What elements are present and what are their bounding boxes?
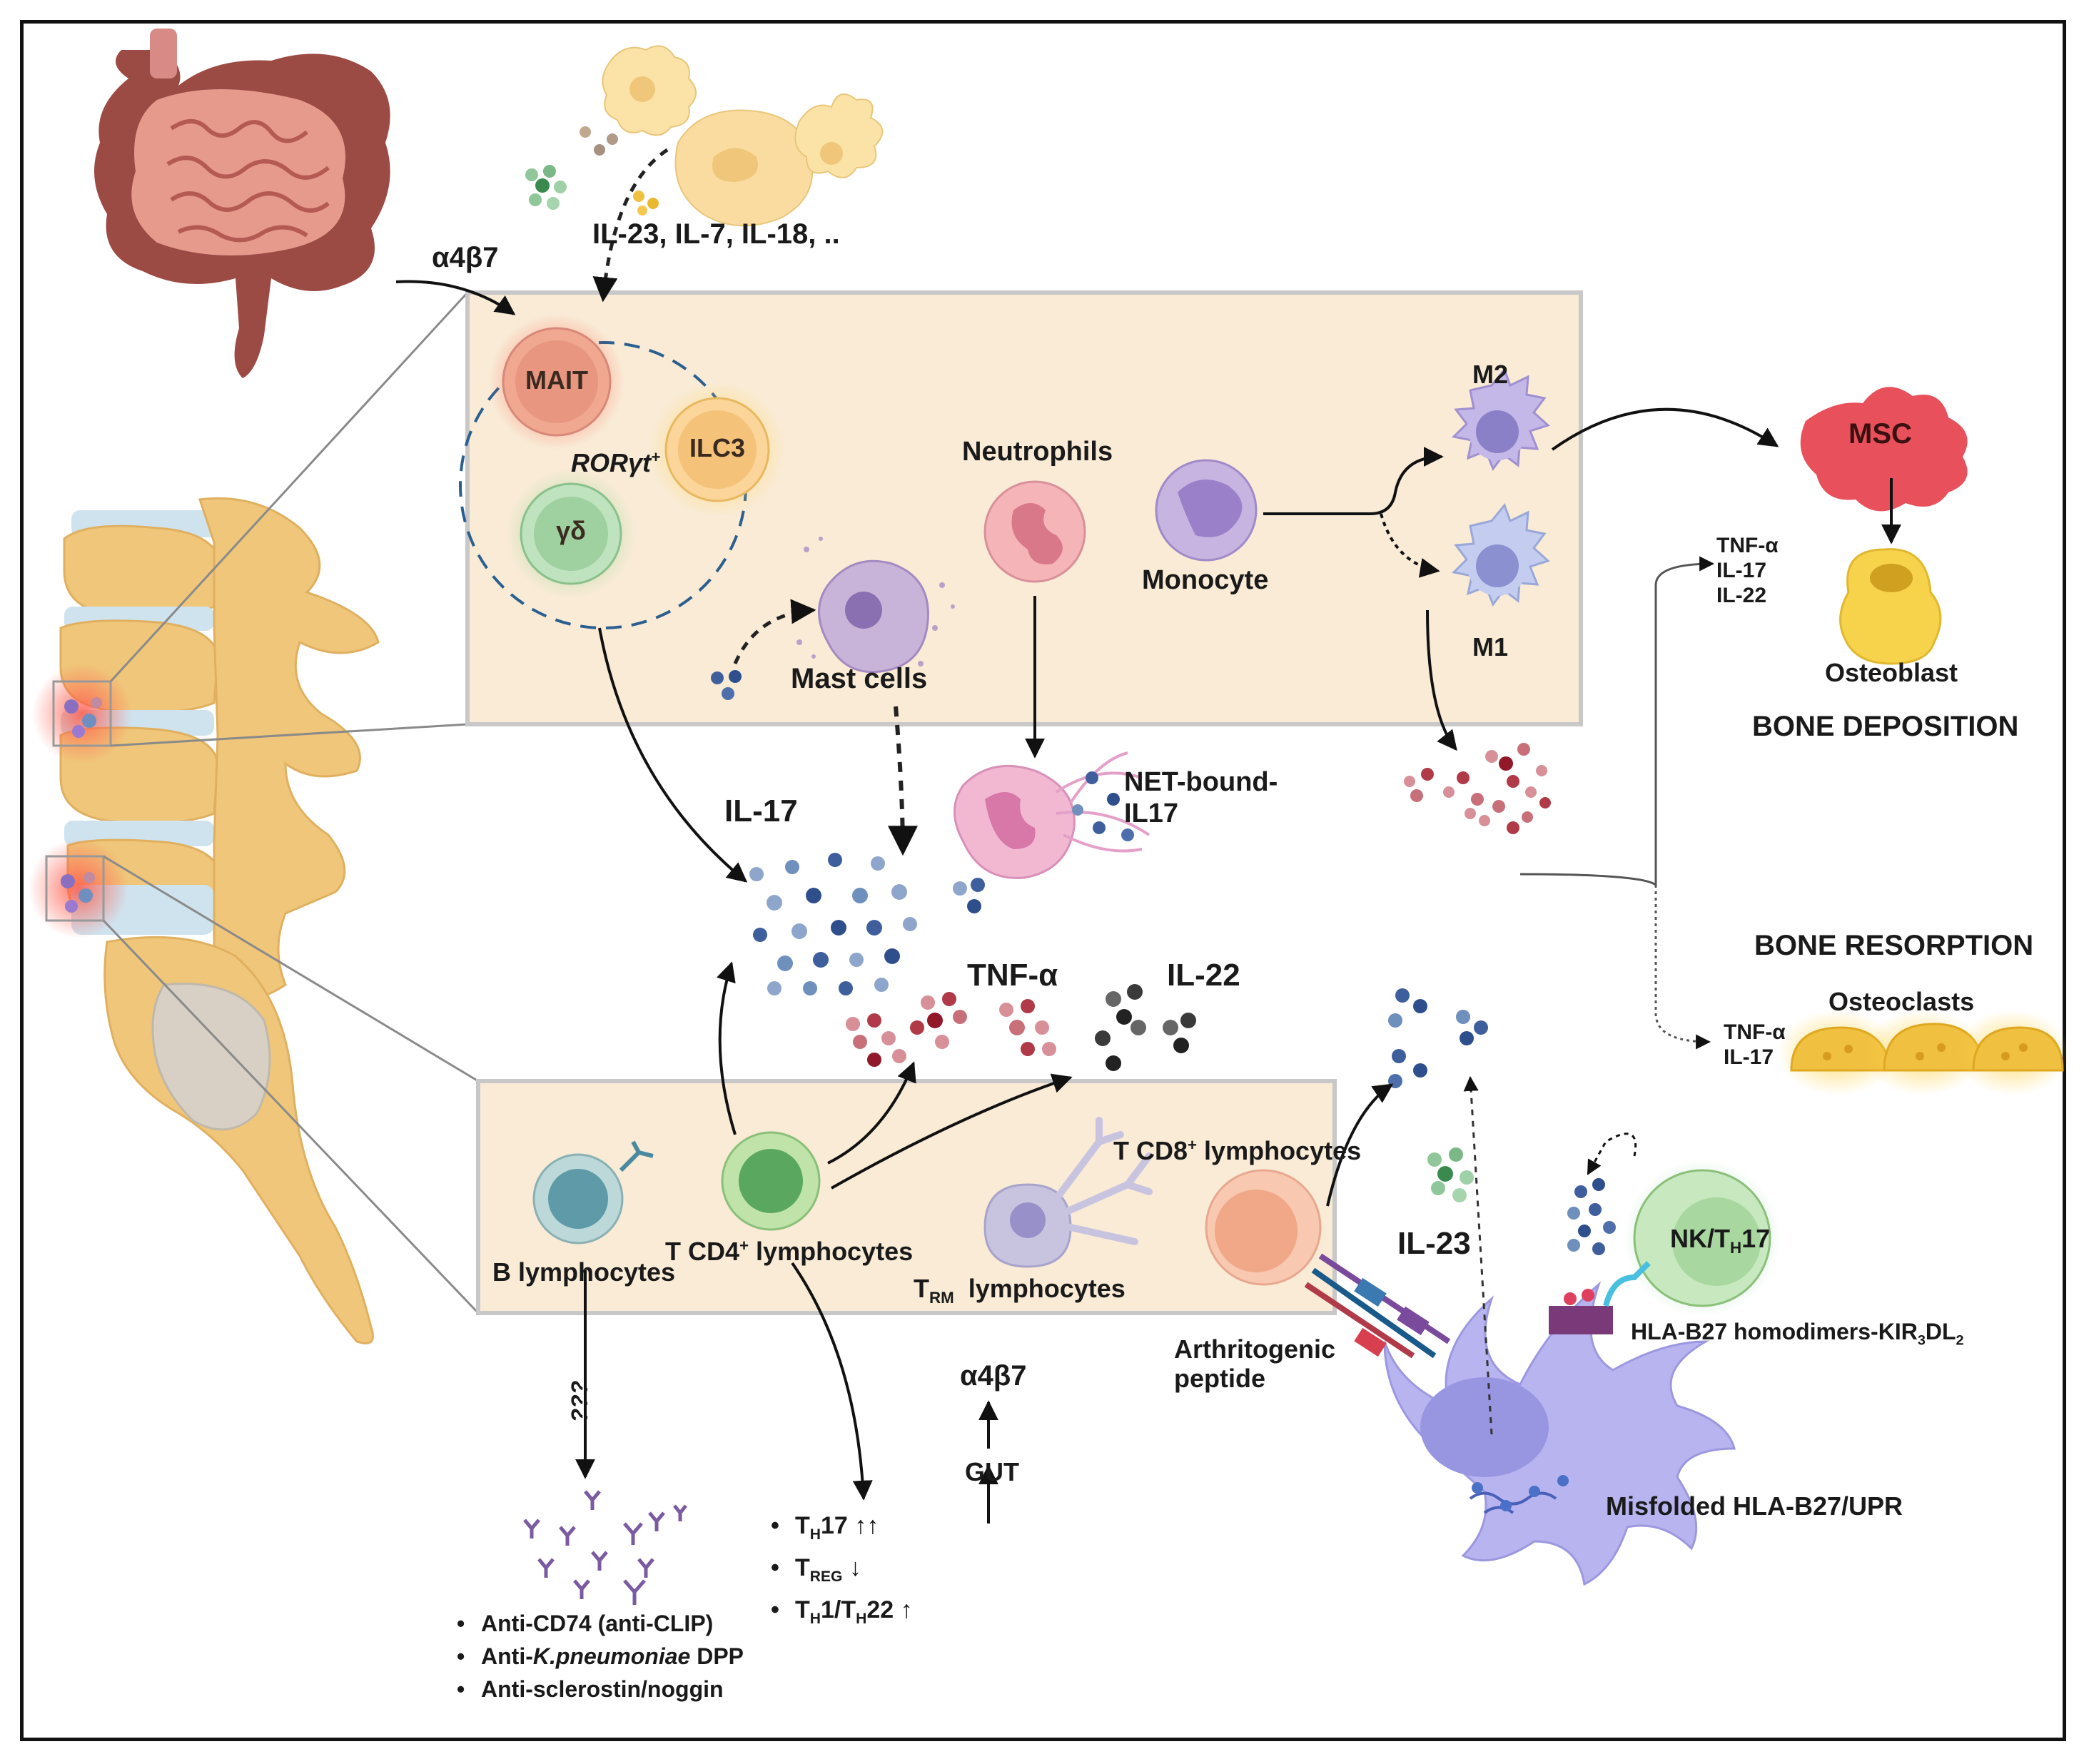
tnf-dots [846, 992, 1056, 1067]
m1-tnf-dots [1404, 743, 1551, 834]
osteoclast-icon [1777, 1010, 2070, 1095]
th-list: TH17 ↑↑ TREG ↓ TH1/TH22 ↑ [771, 1509, 913, 1635]
antibody-list: Anti-CD74 (anti-CLIP) Anti-K.pneumoniae … [457, 1607, 744, 1705]
neutrophils-label: Neutrophils [962, 437, 1113, 467]
bone-deposition-label: BONE DEPOSITION [1752, 711, 2019, 742]
osteoclasts-label: Osteoclasts [1828, 987, 1975, 1016]
zoom-lines [102, 291, 480, 1314]
gd-label: γδ [556, 516, 586, 545]
misfolded-hla-label: Misfolded HLA-B27/UPR [1606, 1491, 1903, 1521]
cd4-lymphocytes-label: T CD4+ lymphocytes [665, 1237, 914, 1266]
dashed-arrow-cytokines [592, 148, 669, 303]
m1-label: M1 [1472, 632, 1509, 662]
il22-main-label: IL-22 [1167, 958, 1240, 993]
antibody-item: Anti-sclerostin/noggin [457, 1673, 744, 1705]
hla-homodimers-label: HLA-B27 homodimers-KIR3DL2 [1631, 1319, 1964, 1349]
il22-dots [1095, 984, 1196, 1071]
intestine-icon [94, 29, 390, 378]
trm-lymphocytes-label: TRM lymphocytes [914, 1274, 1126, 1307]
th-item: TREG ↓ [771, 1551, 913, 1593]
antibody-item: Anti-CD74 (anti-CLIP) [457, 1607, 744, 1640]
cytokines-top-label: IL-23, IL-7, IL-18, .. [592, 218, 840, 250]
unknown-question-label: ¿¿¿ [570, 1381, 596, 1423]
deposition-cytokine-il22: IL-22 [1716, 584, 1767, 607]
il17-main-label: IL-17 [724, 794, 798, 828]
trm-cell-icon [983, 1117, 1153, 1268]
inflammation-spots [29, 664, 132, 938]
antigen-presenting-cells [602, 45, 884, 227]
mait-label: MAIT [525, 365, 588, 395]
m2-label: M2 [1472, 360, 1509, 389]
cytokine-dots-top [525, 126, 659, 216]
a4b7-bottom-label: α4β7 [960, 1360, 1027, 1392]
osteoblast-icon [1839, 548, 1942, 665]
il23-dots [1388, 988, 1616, 1255]
dendritic-cell-icon [1383, 1281, 1736, 1586]
gut-label: GUT [965, 1457, 1019, 1486]
resorption-cytokine-il17: IL-17 [1724, 1045, 1774, 1069]
resorption-cytokine-tnf: TNF-α [1724, 1020, 1786, 1044]
macrophage-icon [1451, 368, 1550, 607]
nk-th17-label: NK/TH17 [1670, 1224, 1771, 1257]
deposition-cytokine-il17: IL-17 [1716, 559, 1767, 582]
b-lymphocytes-label: B lymphocytes [492, 1257, 676, 1287]
antibody-icon [523, 1490, 687, 1605]
th-item: TH17 ↑↑ [771, 1509, 913, 1551]
mast-cells-label: Mast cells [791, 663, 928, 694]
antibody-item: Anti-K.pneumoniae DPP [457, 1640, 744, 1673]
rorgt-label: RORγt+ [571, 448, 661, 477]
b-cell-icon [532, 1140, 654, 1245]
cd8-cell-icon [1205, 1169, 1322, 1286]
msc-label: MSC [1848, 418, 1912, 450]
tcr-hla-receptors [1304, 1253, 1651, 1359]
msc-icon [1800, 387, 1968, 512]
a4b7-top-label: α4β7 [432, 242, 499, 273]
mast-cytokine-dots [711, 670, 742, 700]
ilc3-label: ILC3 [689, 433, 745, 462]
nk-cell-icon [1624, 1160, 1781, 1317]
osteoblast-label: Osteoblast [1825, 658, 1958, 687]
monocyte-label: Monocyte [1142, 565, 1269, 595]
net-bound-label: NET-bound-IL17 [1124, 767, 1278, 828]
figure-frame [20, 20, 2066, 1741]
il23-main-label: IL-23 [1397, 1226, 1471, 1261]
cd4-cell-icon [721, 1131, 821, 1231]
mast-cell-icon [796, 537, 955, 674]
cd8-lymphocytes-label: T CD8+ lymphocytes [1113, 1136, 1362, 1165]
th-item: TH1/TH22 ↑ [771, 1593, 913, 1636]
tnfa-main-label: TNF-α [967, 958, 1058, 993]
deposition-cytokine-tnf: TNF-α [1716, 534, 1779, 557]
il17-dots [749, 853, 985, 995]
net-icon [954, 751, 1150, 879]
bone-resorption-label: BONE RESORPTION [1754, 930, 2034, 961]
